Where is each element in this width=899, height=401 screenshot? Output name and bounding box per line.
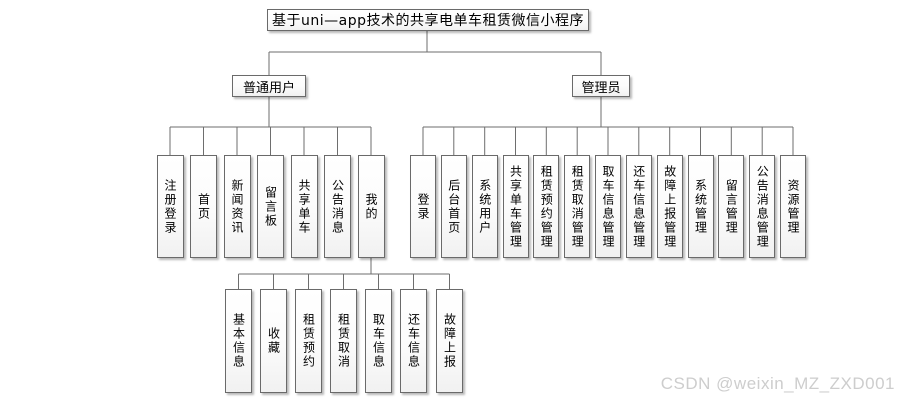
node-admin-login: 登录	[410, 155, 436, 258]
node-system-mgmt: 系统管理	[687, 155, 714, 258]
node-favorites: 收藏	[260, 289, 287, 393]
node-message-mgmt: 留言管理	[718, 155, 745, 258]
node-shared-bike-mgmt: 共享单车管理	[502, 155, 529, 258]
csdn-watermark: CSDN @weixin_MZ_ZXD001	[660, 374, 895, 393]
node-user-branch: 普通用户	[232, 75, 306, 97]
node-fault-report: 故障上报	[436, 289, 463, 393]
node-my: 我的	[357, 155, 385, 258]
node-root-title: 基于uni—app技术的共享电单车租赁微信小程序	[267, 9, 589, 31]
node-rental-booking: 租赁预约	[295, 289, 322, 393]
node-admin-branch: 管理员	[572, 75, 630, 97]
node-resource-mgmt: 资源管理	[780, 155, 806, 258]
node-return-info-mgmt: 还车信息管理	[625, 155, 652, 258]
node-pickup-info-mgmt: 取车信息管理	[595, 155, 621, 258]
node-announcement-mgmt: 公告消息管理	[749, 155, 776, 258]
node-home: 首页	[190, 155, 217, 258]
node-rental-cancel: 租赁取消	[330, 289, 357, 393]
node-basic-info: 基本信息	[225, 289, 252, 393]
node-register-login: 注册登录	[156, 155, 184, 258]
node-message-board: 留言板	[257, 155, 284, 258]
node-system-users: 系统用户	[471, 155, 498, 258]
node-rental-booking-mgmt: 租赁预约管理	[533, 155, 560, 258]
node-fault-report-mgmt: 故障上报管理	[656, 155, 683, 258]
node-announcements: 公告消息	[324, 155, 351, 258]
node-pickup-info: 取车信息	[365, 289, 392, 393]
node-news: 新闻资讯	[223, 155, 251, 258]
node-return-info: 还车信息	[400, 289, 427, 393]
node-shared-bike: 共享单车	[290, 155, 318, 258]
node-admin-home: 后台首页	[440, 155, 467, 258]
node-rental-cancel-mgmt: 租赁取消管理	[564, 155, 591, 258]
